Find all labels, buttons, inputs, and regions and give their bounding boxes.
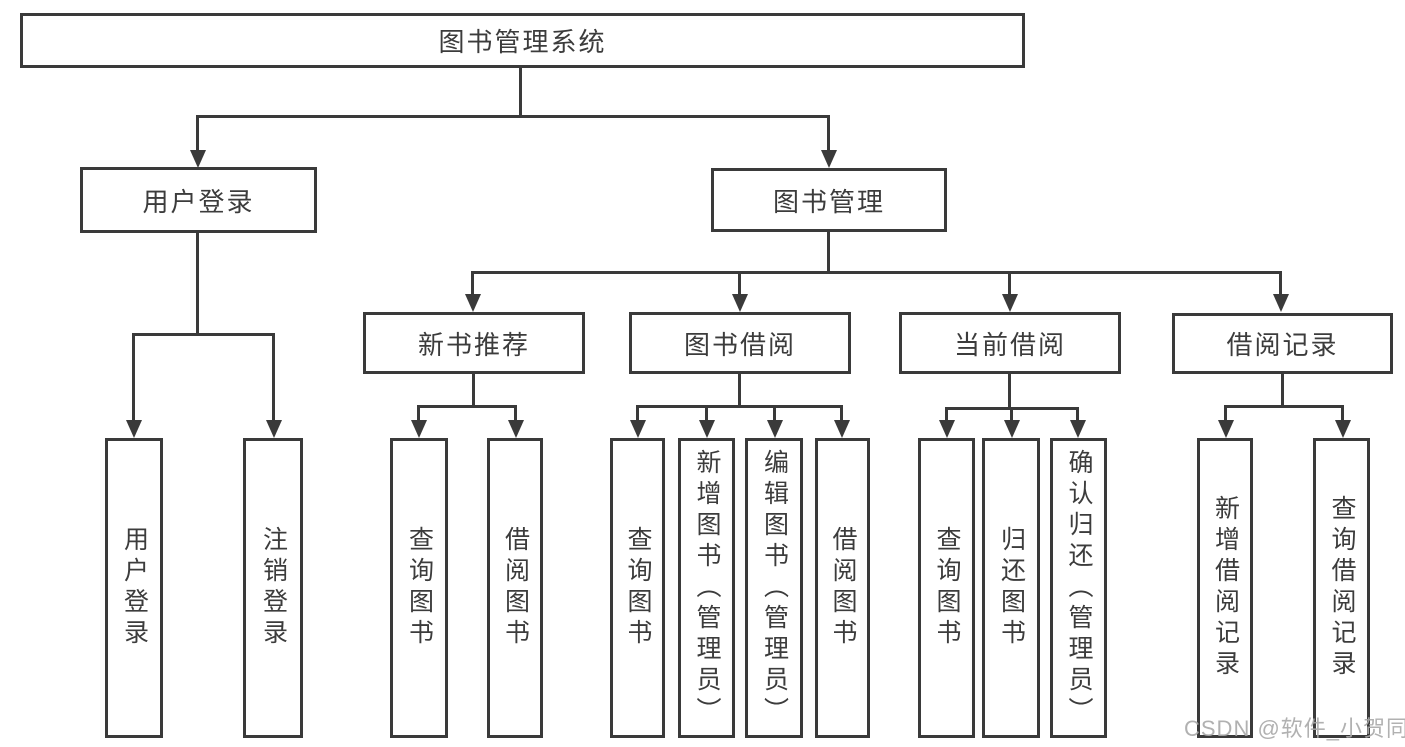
arrow-down-icon	[508, 420, 524, 438]
arrow-down-icon	[732, 294, 748, 312]
leaf-query-book-recommend: 查询图书	[390, 438, 448, 738]
connector-line	[1341, 405, 1344, 420]
arrow-down-icon	[1002, 294, 1018, 312]
connector-line	[1281, 374, 1284, 408]
connector-line	[132, 333, 275, 336]
connector-line	[272, 333, 275, 420]
arrow-down-icon	[126, 420, 142, 438]
leaf-confirm-return-admin: 确认归还（管理员）	[1050, 438, 1107, 738]
connector-line	[1076, 407, 1079, 420]
node-root-library-system: 图书管理系统	[20, 13, 1025, 68]
connector-line	[519, 68, 522, 118]
leaf-logout: 注销登录	[243, 438, 303, 738]
connector-line	[840, 405, 843, 420]
leaf-edit-book-admin: 编辑图书（管理员）	[745, 438, 803, 738]
connector-line	[945, 407, 948, 420]
node-new-book-recommend: 新书推荐	[363, 312, 585, 374]
connector-line	[1279, 271, 1282, 294]
connector-line	[1008, 271, 1011, 294]
connector-line	[1224, 405, 1344, 408]
connector-line	[196, 233, 199, 335]
connector-line	[417, 405, 420, 420]
leaf-user-login: 用户登录	[105, 438, 163, 738]
connector-line	[417, 405, 517, 408]
connector-line	[705, 405, 708, 420]
connector-line	[471, 271, 1282, 274]
arrow-down-icon	[1218, 420, 1234, 438]
connector-line	[471, 271, 474, 294]
leaf-query-book-borrow: 查询图书	[610, 438, 665, 738]
connector-line	[132, 333, 135, 420]
node-book-borrow: 图书借阅	[629, 312, 851, 374]
csdn-watermark: CSDN @软件_小贺同学	[1184, 716, 1405, 741]
leaf-add-book-admin: 新增图书（管理员）	[678, 438, 735, 738]
node-book-management: 图书管理	[711, 168, 947, 232]
leaf-borrow-book-recommend: 借阅图书	[487, 438, 543, 738]
node-borrow-record: 借阅记录	[1172, 313, 1393, 374]
leaf-return-book: 归还图书	[982, 438, 1040, 738]
arrow-down-icon	[411, 420, 427, 438]
leaf-add-borrow-record: 新增借阅记录	[1197, 438, 1253, 738]
leaf-borrow-book: 借阅图书	[815, 438, 870, 738]
connector-line	[1008, 374, 1011, 410]
leaf-query-borrow-record: 查询借阅记录	[1313, 438, 1370, 738]
arrow-down-icon	[834, 420, 850, 438]
arrow-down-icon	[266, 420, 282, 438]
arrow-down-icon	[767, 420, 783, 438]
connector-line	[196, 115, 199, 150]
arrow-down-icon	[1070, 420, 1086, 438]
connector-line	[827, 232, 830, 273]
arrow-down-icon	[1004, 420, 1020, 438]
arrow-down-icon	[939, 420, 955, 438]
connector-line	[1224, 405, 1227, 420]
arrow-down-icon	[821, 150, 837, 168]
arrow-down-icon	[630, 420, 646, 438]
connector-line	[636, 405, 639, 420]
connector-line	[636, 405, 843, 408]
connector-line	[514, 405, 517, 420]
arrow-down-icon	[1273, 294, 1289, 312]
connector-line	[738, 374, 741, 408]
connector-line	[197, 115, 830, 118]
node-user-login: 用户登录	[80, 167, 317, 233]
arrow-down-icon	[190, 150, 206, 168]
connector-line	[738, 271, 741, 294]
connector-line	[773, 405, 776, 420]
connector-line	[827, 115, 830, 150]
connector-line	[1010, 407, 1013, 420]
arrow-down-icon	[699, 420, 715, 438]
arrow-down-icon	[465, 294, 481, 312]
node-current-borrow: 当前借阅	[899, 312, 1121, 374]
arrow-down-icon	[1335, 420, 1351, 438]
connector-line	[472, 374, 475, 408]
leaf-query-book-current: 查询图书	[918, 438, 975, 738]
